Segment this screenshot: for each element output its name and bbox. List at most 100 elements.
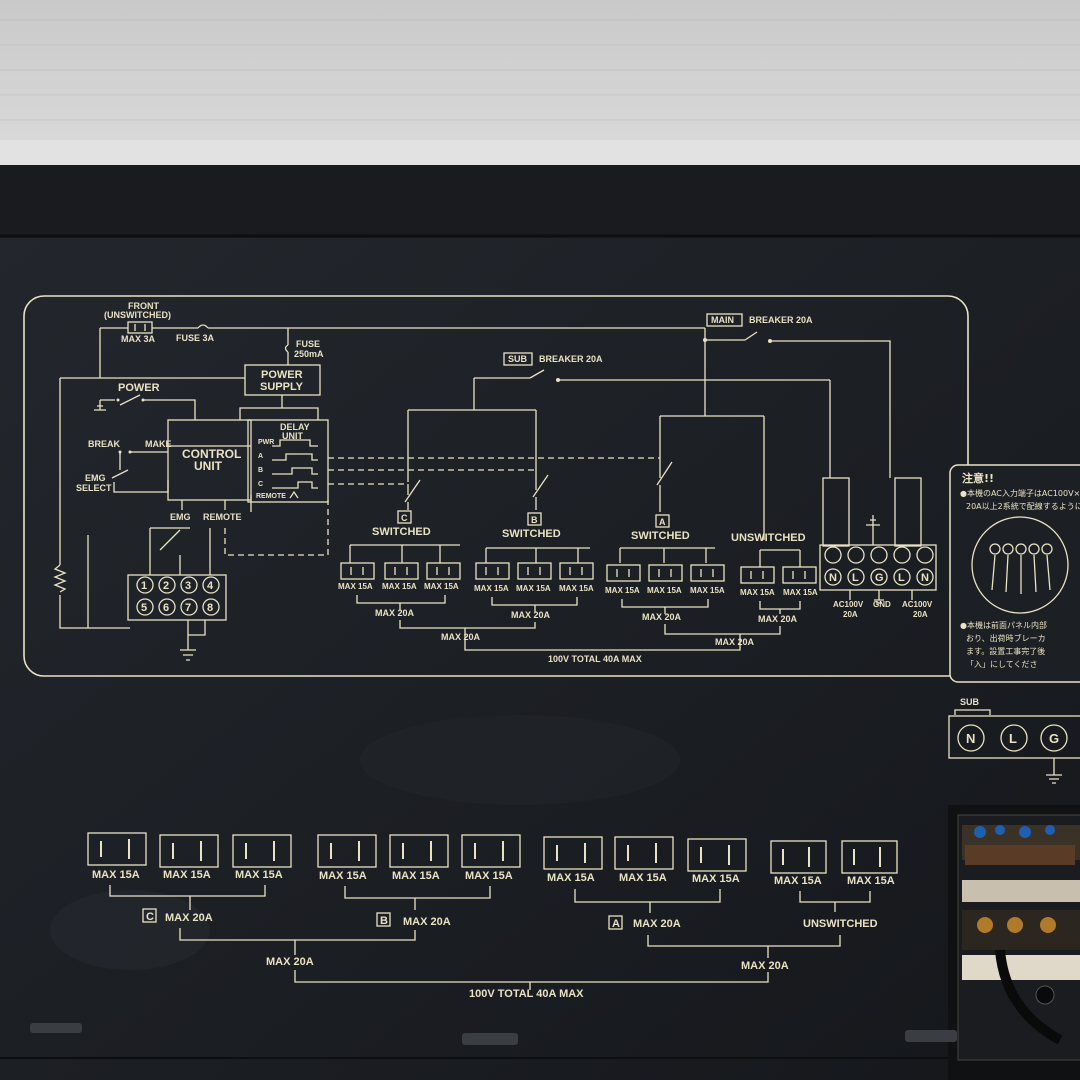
front-outlet-3 [232, 834, 292, 868]
diagram-max-20a-left: MAX 20A [441, 632, 481, 642]
outlet-icon [475, 562, 510, 580]
outlet-max-label: MAX 15A [424, 582, 459, 591]
outlet-max-label: MAX 15A [783, 588, 818, 597]
break-label: BREAK [88, 439, 121, 449]
front-outlet-5 [389, 834, 449, 868]
delay-b-label: B [258, 467, 263, 474]
keypad-pin [158, 576, 176, 594]
keypad-pin-label: 4 [207, 580, 214, 592]
delay-timing-icon [272, 439, 318, 499]
b-badge-label: B [531, 515, 538, 525]
front-outlet-max: MAX 15A [547, 872, 595, 884]
gnd-label: GND [873, 600, 891, 609]
main-breaker-icon [705, 331, 891, 478]
delay-unit-box [247, 419, 329, 503]
notice-panel [949, 464, 1080, 683]
keypad-pin-label: 6 [163, 602, 169, 614]
group-a-max-label: MAX 20A [642, 612, 682, 622]
select-label: SELECT [76, 483, 112, 493]
sub-badge [503, 352, 533, 366]
front-label: FRONT [128, 301, 159, 311]
outlet-max-label: MAX 15A [474, 584, 509, 593]
keypad-pin [136, 576, 154, 594]
ac-right-label-2: 20A [913, 610, 928, 619]
keypad-pin-label: 7 [185, 602, 191, 614]
keypad-pin [136, 598, 154, 616]
front-a-max: MAX 20A [633, 918, 681, 930]
diagram-total-label: 100V TOTAL 40A MAX [548, 654, 642, 664]
fuse-3a-icon [197, 324, 209, 329]
keypad-pin [180, 576, 198, 594]
fuse-label: FUSE [296, 339, 320, 349]
delay-unit-label-2: UNIT [282, 431, 303, 441]
notice-line-1: ●本機のAC入力端子はAC100V×2 [960, 488, 1080, 498]
sub-terminal-g: G [1049, 731, 1059, 746]
main-badge-label: MAIN [711, 315, 734, 325]
control-unit-label-2: UNIT [194, 459, 223, 473]
fuse-ma-label: 250mA [294, 349, 324, 359]
terminal-label: N [921, 572, 929, 584]
a-badge [655, 514, 670, 528]
switch-b-icon [532, 470, 549, 510]
notice-line-3: ●本機は前面パネル内部 [960, 620, 1047, 630]
outlet-group-unswitched: MAX 15A MAX 15A MAX 20A [740, 549, 818, 624]
front-outlet-max: MAX 15A [392, 870, 440, 882]
sub-ground-icon [1046, 758, 1062, 784]
outlet-max-label: MAX 15A [382, 582, 417, 591]
diagram-max-20a-right: MAX 20A [715, 637, 755, 647]
front-outlet-max: MAX 15A [692, 873, 740, 885]
remote-bottom-label: REMOTE [203, 512, 242, 522]
outlet-max-label: MAX 15A [740, 588, 775, 597]
front-outlet-7 [543, 836, 603, 870]
keypad-pin [202, 598, 220, 616]
switch-a-icon [656, 461, 673, 512]
outlet-icon [782, 566, 817, 584]
remote-connector-pins: 1 2 3 4 5 6 7 8 [136, 576, 220, 616]
front-outlet-max: MAX 15A [235, 869, 283, 881]
keypad-pin-label: 2 [163, 580, 169, 592]
ac-right-label-1: AC100V [902, 600, 933, 609]
main-badge [706, 313, 743, 327]
group-b-max-label: MAX 20A [511, 610, 551, 620]
power-supply-label-2: SUPPLY [260, 381, 304, 393]
remote-connector-box [127, 574, 227, 621]
sub-terminal-label: SUB [960, 697, 980, 707]
panel-slot [905, 1030, 957, 1042]
keypad-pin-label: 8 [207, 602, 213, 614]
front-outlets: MAX 15A MAX 15A MAX 15A MAX 15A MAX 15A … [87, 832, 898, 887]
terminal-label: L [898, 572, 905, 584]
terminal-label: N [829, 572, 837, 584]
power-switch-icon [94, 394, 196, 420]
control-unit-box [167, 419, 252, 501]
outlet-group-c: MAX 15A MAX 15A MAX 15A MAX 20A [338, 544, 461, 618]
front-outlet-max: MAX 15A [92, 869, 140, 881]
front-total-label: 100V TOTAL 40A MAX [469, 988, 584, 1000]
notice-line-2: 20A以上2系統で配線するように [966, 501, 1080, 511]
make-label: MAKE [145, 439, 172, 449]
outlet-max-label: MAX 15A [690, 586, 725, 595]
front-max-20a-right: MAX 20A [741, 960, 789, 972]
ac-left-label-2: 20A [843, 610, 858, 619]
sub-terminal-strip [948, 715, 1080, 759]
emg-select-switch-icon [111, 451, 169, 493]
front-outlet-11 [841, 840, 898, 874]
emg-label: EMG [85, 473, 106, 483]
front-a-badge [608, 915, 623, 930]
notice-terminal-diagram [971, 516, 1069, 614]
front-outlet-10 [770, 840, 827, 874]
keypad-pin-label: 1 [141, 580, 147, 592]
keypad-pin-label: 5 [141, 602, 147, 614]
front-b-max: MAX 20A [403, 916, 451, 928]
sub-terminal-l: L [1009, 731, 1017, 746]
front-outlet-1 [87, 832, 147, 866]
emg-bottom-label: EMG [170, 512, 191, 522]
outlet-icon [559, 562, 594, 580]
unswitched-diagram-label: UNSWITCHED [731, 532, 806, 544]
front-outlet-max: MAX 15A [163, 869, 211, 881]
terminal-strip [819, 544, 937, 591]
front-b-badge [376, 912, 391, 927]
c-badge [397, 510, 412, 524]
keypad-pin [202, 576, 220, 594]
front-outlet-max: MAX 15A [619, 872, 667, 884]
delay-c-label: C [258, 481, 263, 488]
